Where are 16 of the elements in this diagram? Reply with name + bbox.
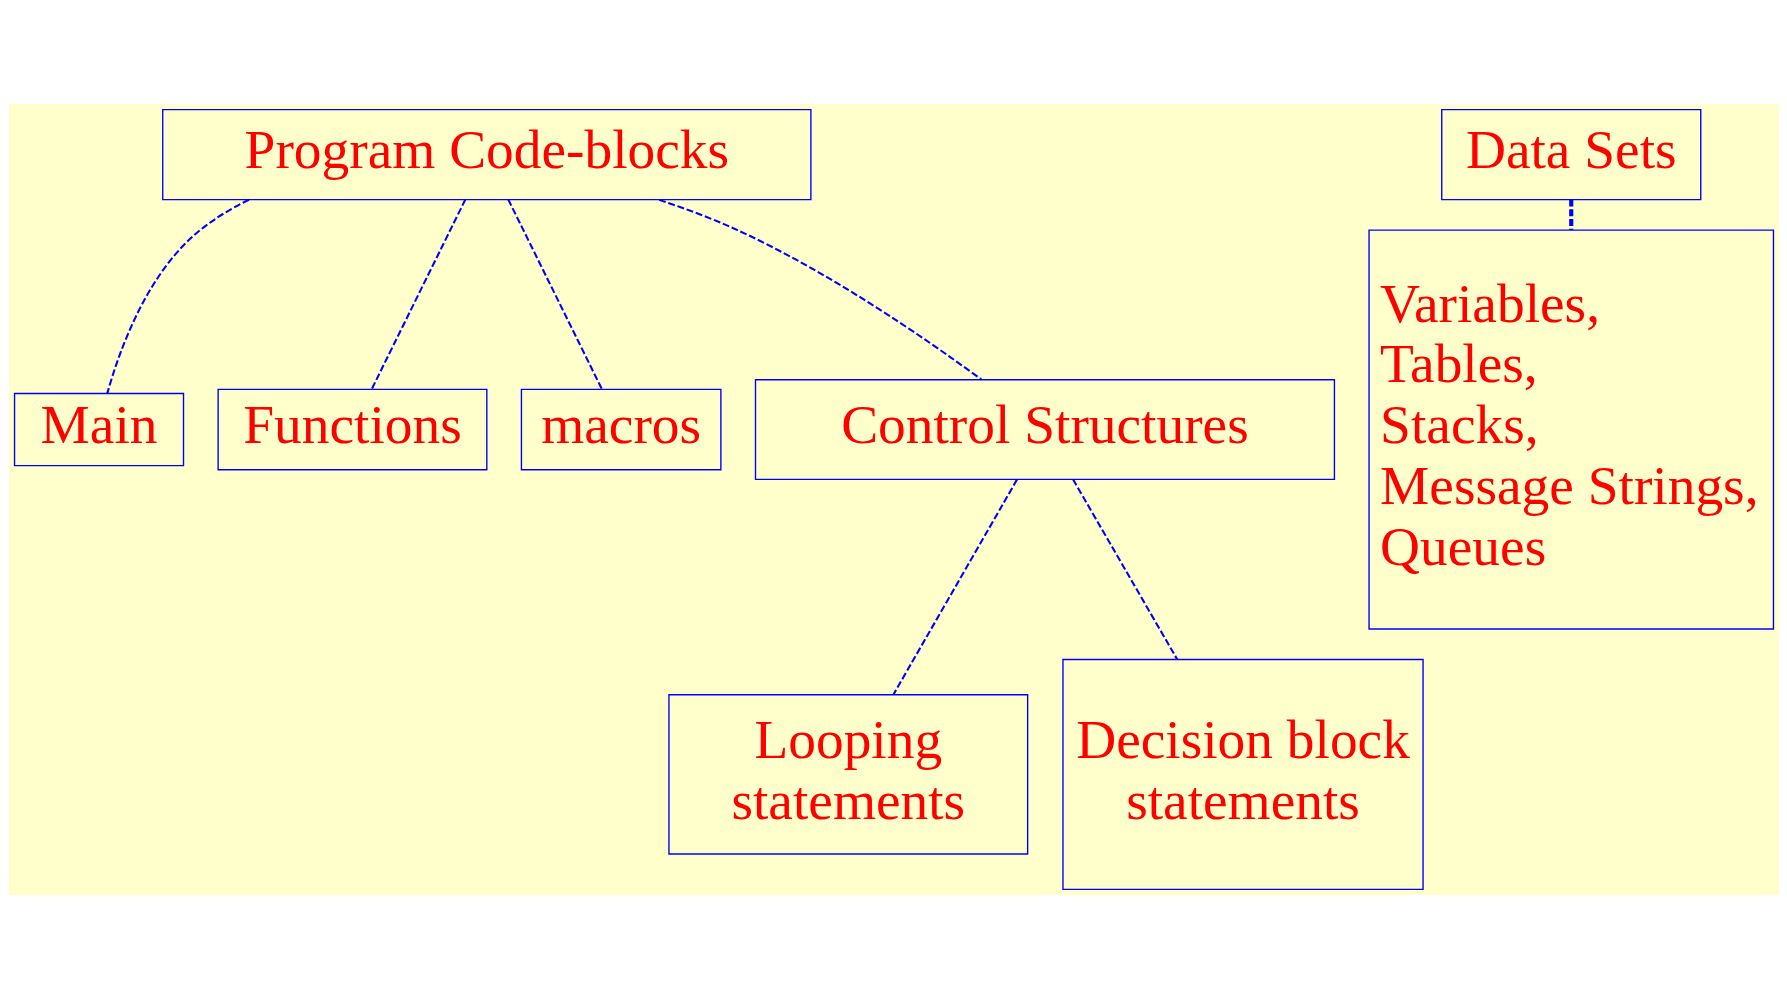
node-box: Variables, Tables, Stacks, Message Strings, Queues	[1367, 228, 1774, 630]
node-box: Main	[13, 392, 184, 466]
node-box: Looping statements	[667, 693, 1028, 855]
node-box: Data Sets	[1440, 108, 1701, 200]
connector	[105, 198, 249, 394]
node-box: Decision block statements	[1061, 658, 1424, 890]
node-box: Program Code-blocks	[161, 108, 812, 200]
connector	[370, 198, 466, 389]
connector	[1568, 199, 1573, 230]
node-box: Functions	[216, 388, 487, 470]
connector	[506, 198, 603, 389]
node-box: Control Structures	[754, 378, 1335, 480]
connector	[658, 198, 982, 380]
connector	[1071, 478, 1178, 660]
node-box: macros	[520, 388, 722, 470]
connector	[892, 478, 1018, 695]
